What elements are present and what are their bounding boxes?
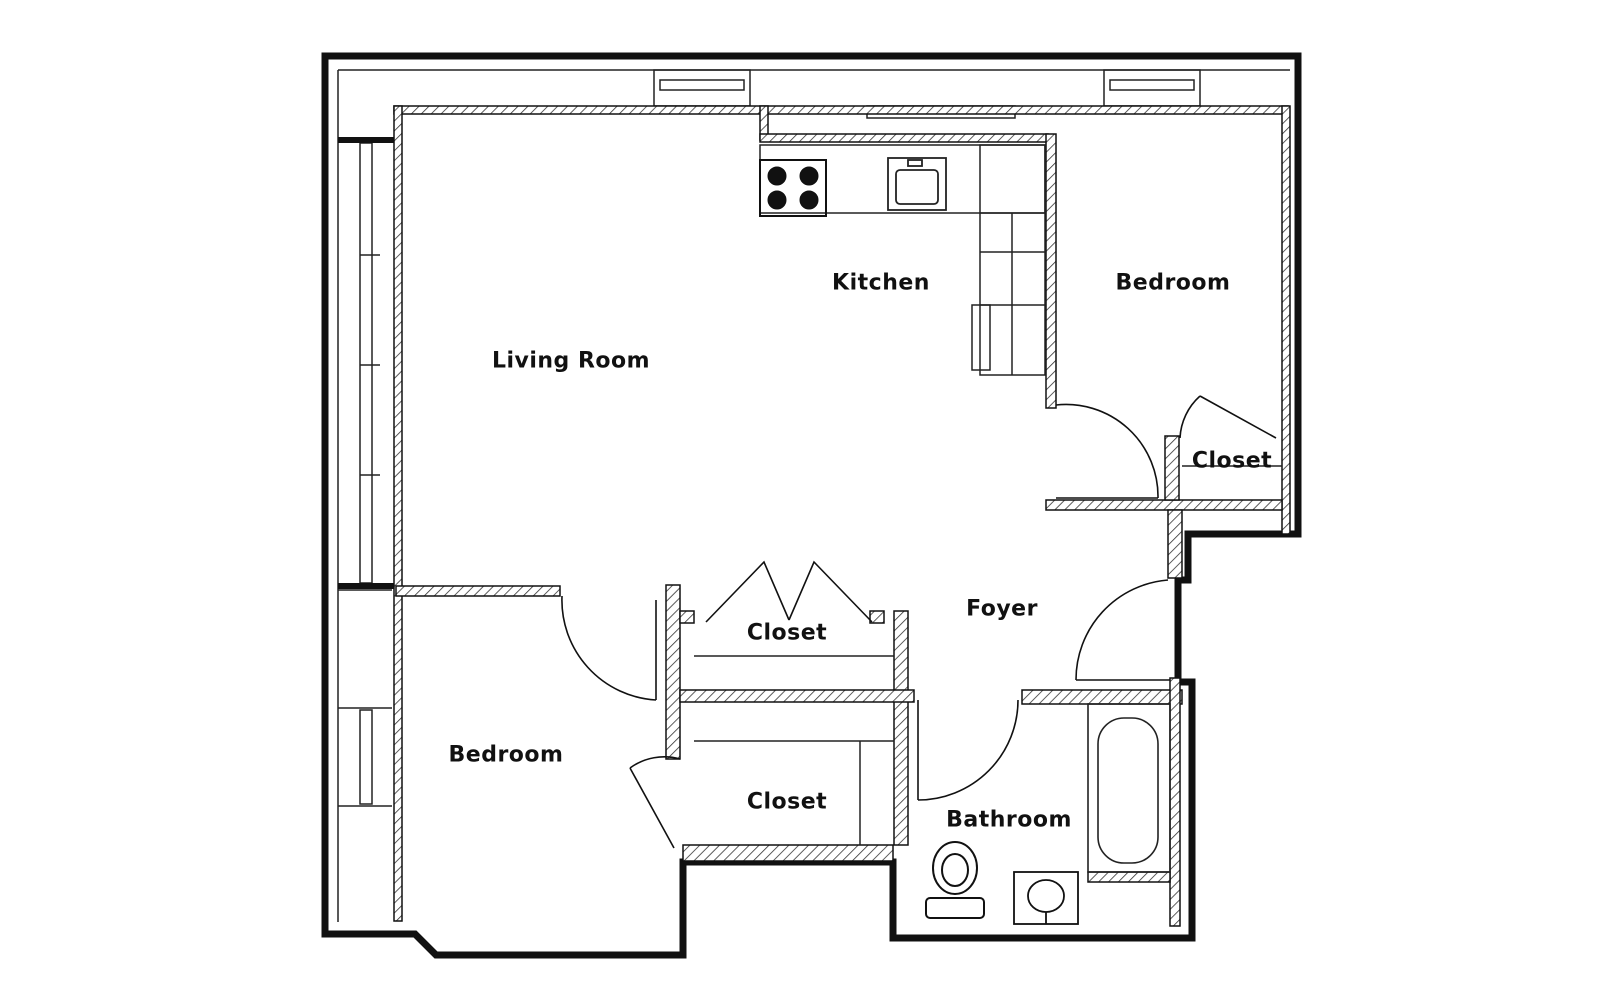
toilet-icon: [925, 841, 985, 919]
room-label-closet-bedroom: Closet: [746, 789, 828, 815]
wall-segments: [338, 137, 394, 589]
doors: [561, 395, 1277, 849]
room-label-bedroom-west: Bedroom: [448, 742, 564, 768]
room-label-bathroom: Bathroom: [946, 807, 1072, 833]
exterior-wall: [321, 52, 1302, 959]
room-label-bedroom-east: Bedroom: [1115, 270, 1231, 296]
room-label-kitchen: Kitchen: [832, 270, 930, 296]
room-label-closet-hall: Closet: [746, 620, 828, 646]
interior-walls: [393, 105, 1291, 927]
room-label-foyer: Foyer: [966, 596, 1038, 622]
bathtub-icon: [1087, 703, 1171, 873]
room-label-living-room: Living Room: [491, 348, 651, 374]
stove-icon: [759, 159, 827, 217]
sink-icon: [887, 157, 947, 211]
closet-shelves: [694, 465, 1282, 845]
room-label-closet-east: Closet: [1191, 448, 1273, 474]
vanity-sink-icon: [1013, 871, 1079, 925]
